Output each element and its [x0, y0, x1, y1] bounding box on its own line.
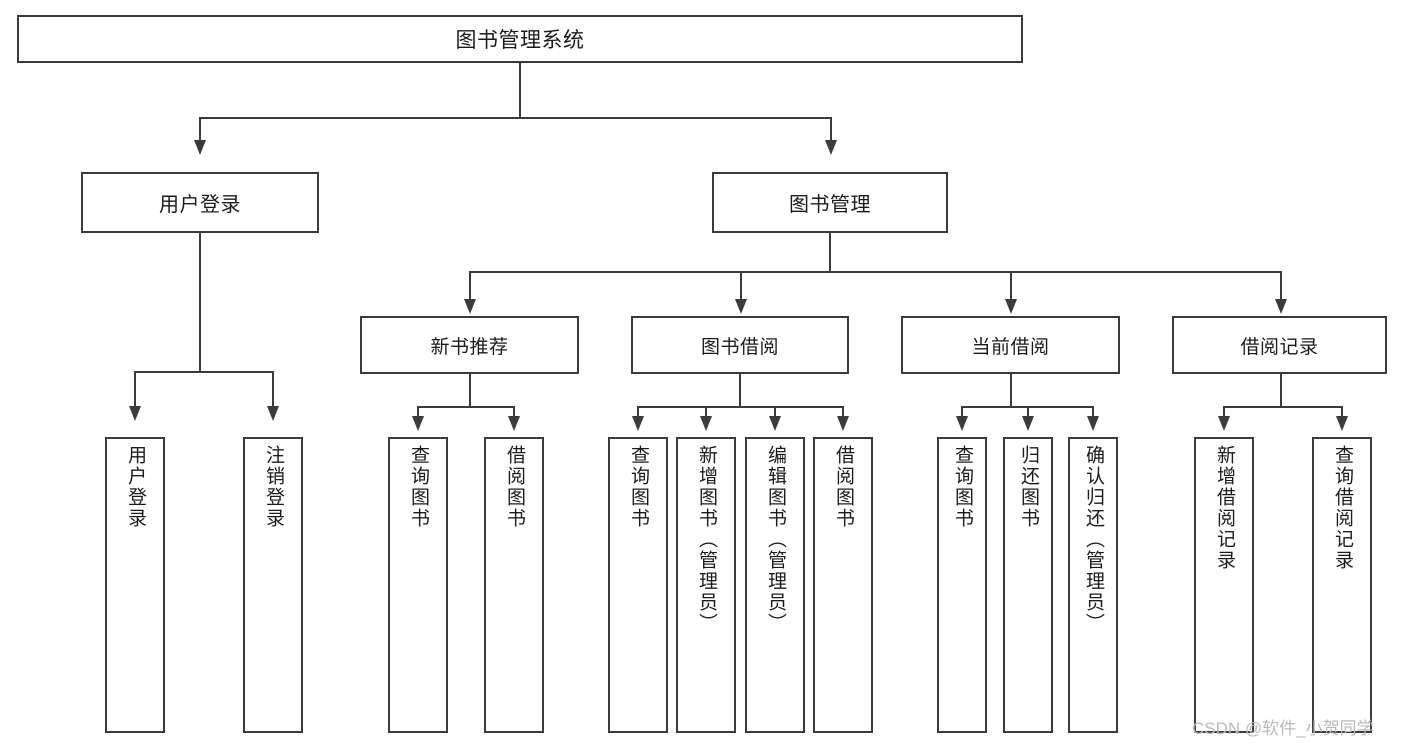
arrow-book-mgmt-to-new-books [464, 299, 476, 314]
edge-user-login-bus [134, 371, 273, 373]
arrow-user-login-to-leaf-1 [129, 406, 141, 421]
node-label: 图书管理 [789, 194, 871, 216]
edge-new-books-to-leaf-1 [417, 406, 419, 418]
leaf-return-books[interactable]: 归还图书 [1003, 437, 1053, 733]
edge-book-borrow-to-leaf-2 [705, 406, 707, 418]
node-label: 借阅记录 [1240, 336, 1319, 358]
edge-current-borrow-stem [1010, 374, 1012, 407]
node-label: 当前借阅 [971, 336, 1050, 358]
edge-book-borrow-to-leaf-4 [842, 406, 844, 418]
arrow-book-borrow-to-leaf-3 [769, 416, 781, 431]
node-label: 注销登录 [262, 445, 284, 529]
leaf-add-book-admin[interactable]: 新增图书（管理员） [676, 437, 736, 733]
node-label: 归还图书 [1017, 445, 1039, 529]
node-label: 图书借阅 [700, 336, 779, 358]
edge-borrow-records-bus [1223, 406, 1342, 408]
edge-root-to-user-login [199, 117, 201, 142]
edge-book-mgmt-to-borrow [740, 271, 742, 301]
arrow-current-borrow-to-leaf-3 [1087, 416, 1099, 431]
edge-borrow-records-to-leaf-1 [1223, 406, 1225, 418]
edge-root-down [519, 63, 521, 118]
leaf-borrow-books[interactable]: 借阅图书 [813, 437, 873, 733]
leaf-query-books-current[interactable]: 查询图书 [937, 437, 987, 733]
edge-book-mgmt-to-new-books [469, 271, 471, 301]
node-label: 查询图书 [407, 445, 429, 529]
edge-borrow-records-stem [1280, 374, 1282, 407]
leaf-confirm-return-admin[interactable]: 确认归还（管理员） [1068, 437, 1118, 733]
arrow-new-books-to-leaf-2 [508, 416, 520, 431]
arrow-root-to-user-login [194, 140, 206, 155]
edge-book-borrow-bus [637, 406, 843, 408]
node-book-management[interactable]: 图书管理 [712, 172, 948, 233]
arrow-book-borrow-to-leaf-1 [632, 416, 644, 431]
edge-root-to-book-mgmt [830, 117, 832, 142]
leaf-query-books-borrow[interactable]: 查询图书 [608, 437, 668, 733]
arrow-user-login-to-leaf-2 [267, 406, 279, 421]
arrow-borrow-records-to-leaf-2 [1336, 416, 1348, 431]
arrow-book-mgmt-to-records [1275, 299, 1287, 314]
leaf-borrow-books-recommend[interactable]: 借阅图书 [484, 437, 544, 733]
node-new-book-recommend[interactable]: 新书推荐 [360, 316, 579, 374]
node-label: 查询图书 [951, 445, 973, 529]
edge-root-bus [199, 117, 831, 119]
edge-book-mgmt-to-records [1280, 271, 1282, 301]
edge-current-borrow-bus [961, 406, 1092, 408]
edge-book-mgmt-bus [469, 271, 1281, 273]
edge-book-mgmt-to-current [1010, 271, 1012, 301]
arrow-current-borrow-to-leaf-1 [956, 416, 968, 431]
edge-book-borrow-stem [739, 374, 741, 407]
node-label: 查询图书 [627, 445, 649, 529]
node-label: 借阅图书 [503, 445, 525, 529]
edge-new-books-to-leaf-2 [513, 406, 515, 418]
arrow-borrow-records-to-leaf-1 [1218, 416, 1230, 431]
node-label: 图书管理系统 [455, 29, 585, 52]
arrow-current-borrow-to-leaf-2 [1022, 416, 1034, 431]
arrow-book-borrow-to-leaf-4 [837, 416, 849, 431]
node-label: 新增图书（管理员） [695, 445, 717, 634]
node-label: 确认归还（管理员） [1082, 445, 1104, 634]
csdn-watermark: CSDN @软件_小贺同学 [1192, 719, 1374, 738]
arrow-book-borrow-to-leaf-2 [700, 416, 712, 431]
node-label: 用户登录 [159, 194, 241, 216]
edge-book-mgmt-stem [829, 233, 831, 272]
arrow-root-to-book-mgmt [825, 140, 837, 155]
edge-new-books-bus [417, 406, 514, 408]
edge-user-login-stem [199, 233, 201, 372]
leaf-user-login[interactable]: 用户登录 [105, 437, 165, 733]
node-label: 新书推荐 [430, 336, 509, 358]
node-user-login[interactable]: 用户登录 [81, 172, 319, 233]
arrow-book-mgmt-to-borrow [735, 299, 747, 314]
edge-new-books-stem [469, 374, 471, 407]
arrow-book-mgmt-to-current [1005, 299, 1017, 314]
edge-current-borrow-to-leaf-1 [961, 406, 963, 418]
edge-current-borrow-to-leaf-3 [1092, 406, 1094, 418]
node-book-borrow[interactable]: 图书借阅 [631, 316, 849, 374]
node-label: 编辑图书（管理员） [764, 445, 786, 634]
edge-user-login-to-leaf-2 [272, 371, 274, 408]
edge-user-login-to-leaf-1 [134, 371, 136, 408]
leaf-edit-book-admin[interactable]: 编辑图书（管理员） [745, 437, 805, 733]
arrow-new-books-to-leaf-1 [412, 416, 424, 431]
edge-current-borrow-to-leaf-2 [1027, 406, 1029, 418]
node-label: 新增借阅记录 [1213, 445, 1235, 571]
leaf-logout[interactable]: 注销登录 [243, 437, 303, 733]
edge-book-borrow-to-leaf-1 [637, 406, 639, 418]
leaf-query-borrow-record[interactable]: 查询借阅记录 [1312, 437, 1372, 733]
node-label: 用户登录 [124, 445, 146, 529]
edge-book-borrow-to-leaf-3 [774, 406, 776, 418]
leaf-add-borrow-record[interactable]: 新增借阅记录 [1194, 437, 1254, 733]
node-root-system[interactable]: 图书管理系统 [17, 15, 1023, 63]
node-label: 借阅图书 [832, 445, 854, 529]
node-borrow-records[interactable]: 借阅记录 [1172, 316, 1387, 374]
node-current-borrow[interactable]: 当前借阅 [901, 316, 1120, 374]
leaf-query-books-recommend[interactable]: 查询图书 [388, 437, 448, 733]
node-label: 查询借阅记录 [1331, 445, 1353, 571]
edge-borrow-records-to-leaf-2 [1341, 406, 1343, 418]
